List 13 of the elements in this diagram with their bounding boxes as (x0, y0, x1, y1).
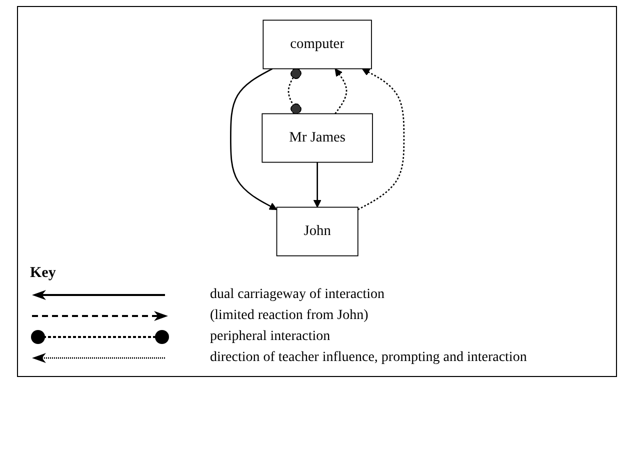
key-heading: Key (30, 265, 57, 282)
legend-text: direction of teacher influence, prompting and interaction (210, 350, 527, 366)
legend-text: peripheral interaction (210, 329, 330, 345)
legend-text: dual carriageway of interaction (210, 287, 385, 303)
connector (288, 68, 302, 114)
node-box: computer (262, 20, 372, 70)
arrow (357, 68, 404, 210)
arrow (230, 68, 277, 210)
node-box: Mr James (261, 113, 373, 163)
legend-text: (limited reaction from John) (210, 308, 368, 324)
arrow (313, 162, 321, 208)
node-box: John (276, 206, 358, 256)
arrow (334, 68, 347, 114)
